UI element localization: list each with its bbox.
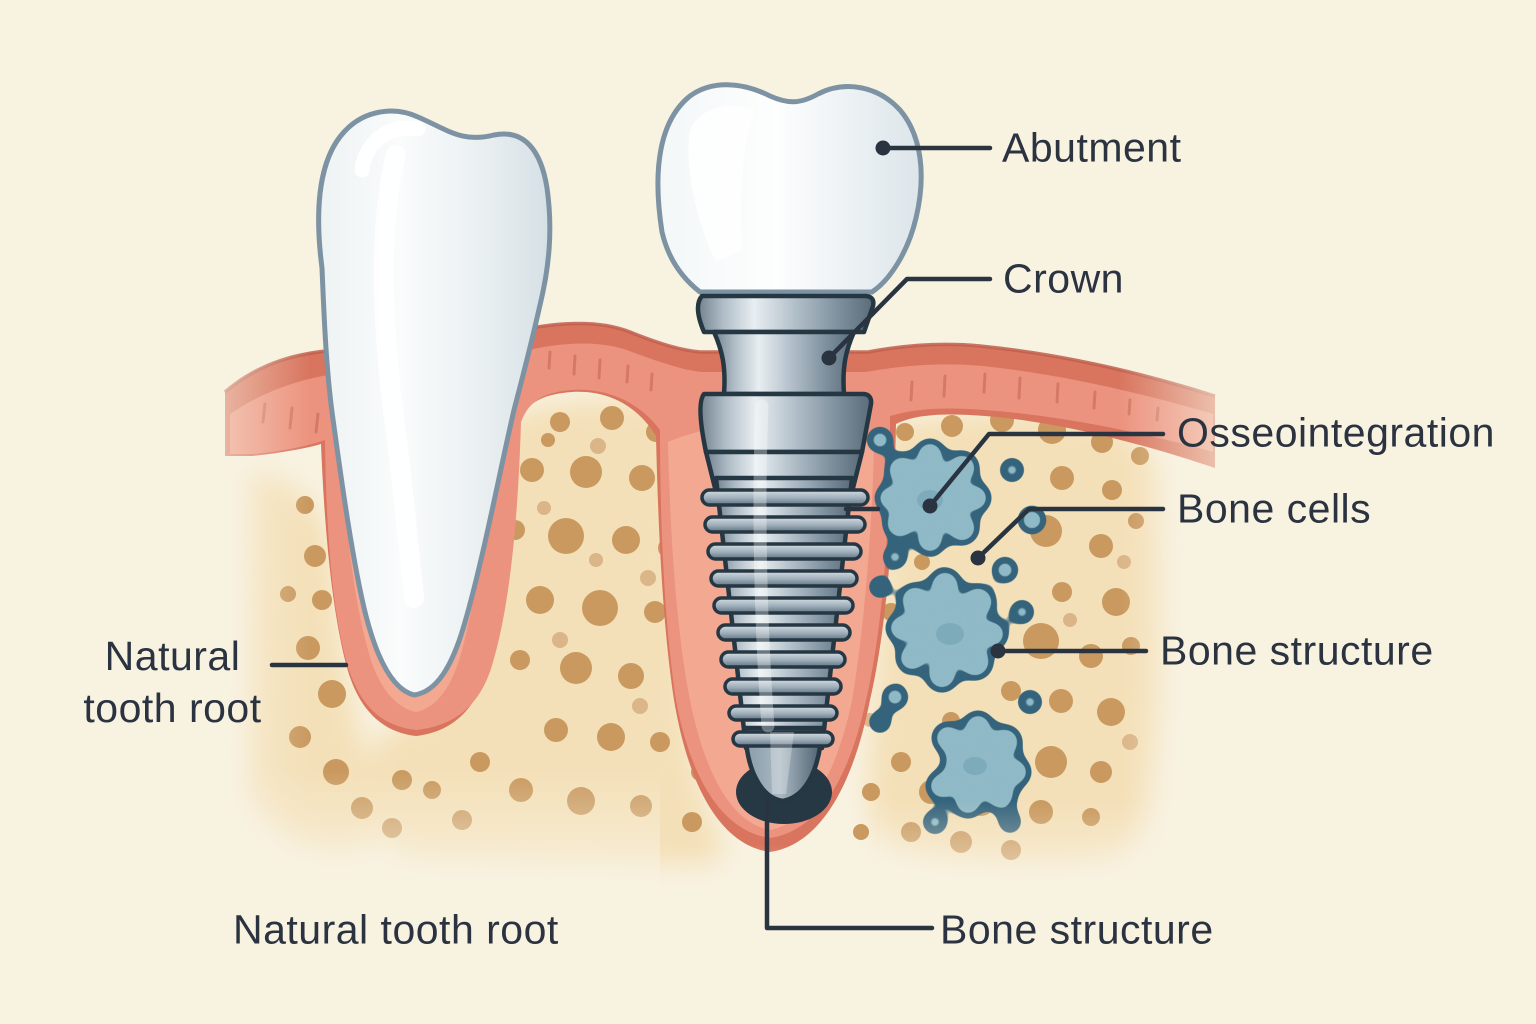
natural-tooth [316,108,553,698]
natural-tooth-root-bottom-label: Natural tooth root [233,906,559,953]
abutment-leader-line [875,140,993,156]
bone-cells-label: Bone cells [1177,485,1372,532]
bone-structure-bottom-leader-line [764,797,935,931]
natural-tooth-root-left-label-line2: tooth root [83,685,262,731]
osseointegration-leader-line [843,431,1166,514]
bone-cells-leader-line [970,506,1166,566]
osseointegration-label: Osseointegration [1177,409,1495,456]
soft-fades [140,300,1280,945]
implant-abutment [695,293,876,397]
implant-threads [700,488,870,748]
implant-screw-highlight [753,399,775,733]
bone-structure-right-label: Bone structure [1160,627,1434,674]
leader-lines [269,140,1166,931]
crown-label: Crown [1003,255,1124,302]
natural-tooth-highlight-top [354,120,426,178]
bone-structure-bottom-label: Bone structure [940,906,1214,953]
implant-crown-highlight [688,105,754,262]
dental-implant [655,82,924,824]
natural-tooth-highlight [373,145,424,608]
implant-tip-facet [770,732,794,794]
natural-tooth-root-left-label: Natural tooth root [55,630,290,734]
natural-tooth-root-left-label-line1: Natural [104,633,241,679]
crown-leader-line [821,276,993,366]
abutment-label: Abutment [1002,124,1182,171]
bone-structure-right-leader-line [990,643,1149,659]
